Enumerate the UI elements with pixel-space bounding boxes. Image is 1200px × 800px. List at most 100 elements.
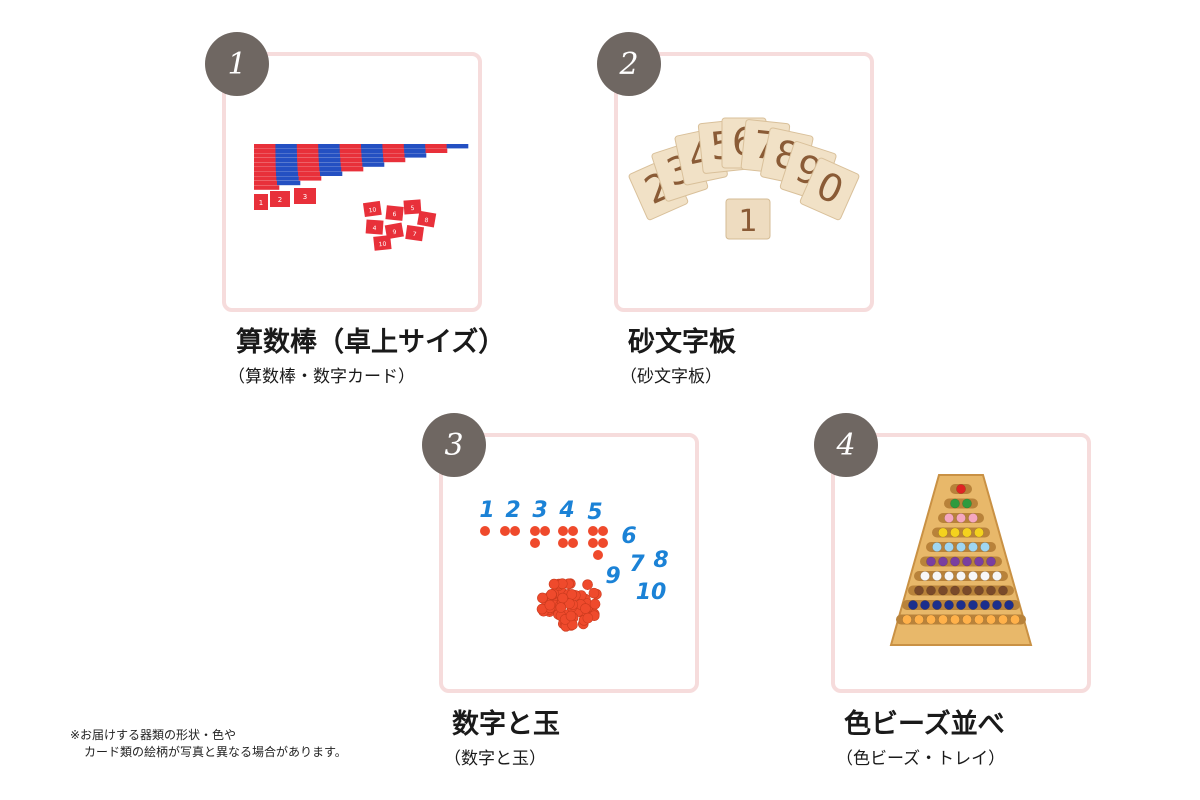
item-1-badge: 1 <box>205 32 269 96</box>
bead <box>956 484 966 494</box>
rod-number-tile <box>270 191 290 207</box>
rod-segment <box>298 171 321 176</box>
rod-segment <box>446 144 469 149</box>
rod-segment <box>318 148 341 153</box>
rod-segment <box>319 162 341 167</box>
rod-segment <box>276 176 299 181</box>
numeral-card: 5 <box>587 500 602 525</box>
bead <box>956 513 966 523</box>
numeral-card: 6 <box>621 524 636 549</box>
rod-segment <box>276 171 299 176</box>
number-card: 10 <box>373 235 392 251</box>
rod-segment <box>319 167 342 172</box>
item-4-image-card[interactable] <box>831 433 1091 693</box>
bead <box>968 600 978 610</box>
item-1-title: 算数棒（卓上サイズ） <box>236 327 506 358</box>
bead <box>956 571 966 581</box>
bead <box>962 556 972 567</box>
rod-segment <box>320 171 343 176</box>
number-card: 6 <box>385 205 404 221</box>
rod-segment <box>340 162 363 167</box>
bead <box>914 614 924 625</box>
bead <box>902 614 912 625</box>
item-4-subtitle: （色ビーズ・トレイ） <box>836 749 1006 769</box>
colored-bead-tray-image <box>889 474 1033 646</box>
sandpaper-numerals-image: 234567890 1 <box>628 117 860 240</box>
rod-segment <box>340 153 362 158</box>
bead <box>974 614 984 625</box>
numeral-card: 7 <box>629 552 645 577</box>
item-2-badge: 2 <box>597 32 661 96</box>
numeral-card: 4 <box>558 498 574 523</box>
bead <box>950 556 960 567</box>
rod-segment <box>254 157 276 163</box>
bead <box>926 556 936 567</box>
counter <box>510 526 520 536</box>
numeral-card: 8 <box>653 548 668 573</box>
rod-segment <box>296 148 319 153</box>
bead <box>908 600 918 610</box>
sandpaper-digit: 1 <box>738 204 757 239</box>
bead <box>944 600 954 610</box>
bead <box>938 527 948 538</box>
counter <box>566 589 578 600</box>
rod-segment <box>318 144 340 149</box>
bead <box>920 571 930 581</box>
rod-segment <box>254 153 276 158</box>
rod-segment <box>254 176 277 181</box>
rod-segment <box>361 144 383 149</box>
rod-segment <box>318 153 341 158</box>
counter <box>544 599 556 611</box>
bead-slot <box>908 585 1014 596</box>
bead <box>962 527 972 538</box>
bead <box>944 542 954 552</box>
bead <box>974 585 984 596</box>
bead <box>992 600 1002 610</box>
bead <box>944 513 954 523</box>
counter <box>537 592 548 604</box>
rod-segment <box>339 148 362 153</box>
counter <box>565 610 577 622</box>
counter <box>582 612 594 624</box>
counter <box>557 592 569 604</box>
bead <box>944 571 954 581</box>
rod-segment <box>297 157 320 163</box>
bead <box>914 585 924 596</box>
item-2-title: 砂文字板 <box>628 327 736 358</box>
number-card-label: 6 <box>392 211 397 218</box>
rod-number-label: 3 <box>303 193 307 201</box>
counter <box>589 598 601 610</box>
counter <box>500 526 510 536</box>
rod-segment <box>318 157 341 163</box>
rod-segment <box>404 148 426 153</box>
number-card: 7 <box>405 224 425 242</box>
bead <box>980 571 990 581</box>
bead <box>956 542 966 552</box>
rod-segment <box>340 157 363 163</box>
bead <box>950 614 960 625</box>
rod-segment <box>425 148 448 153</box>
bead <box>968 513 978 523</box>
item-2-image-card[interactable]: 234567890 1 <box>614 52 874 312</box>
rod-segment <box>425 144 447 149</box>
counter <box>530 526 540 536</box>
bead <box>962 614 972 625</box>
counter <box>598 538 608 548</box>
sandpaper-tile <box>725 198 771 240</box>
rod-segment <box>361 153 384 158</box>
bead <box>980 542 990 552</box>
bead <box>998 614 1008 625</box>
bead <box>980 600 990 610</box>
item-3-badge: 3 <box>422 413 486 477</box>
counter <box>530 538 540 548</box>
counter <box>580 603 591 614</box>
rod-segment <box>297 162 320 167</box>
rod-segment <box>254 144 276 149</box>
rod-segment <box>275 144 298 149</box>
rod-segment <box>361 157 384 163</box>
counter <box>593 550 603 560</box>
counter <box>558 526 568 536</box>
